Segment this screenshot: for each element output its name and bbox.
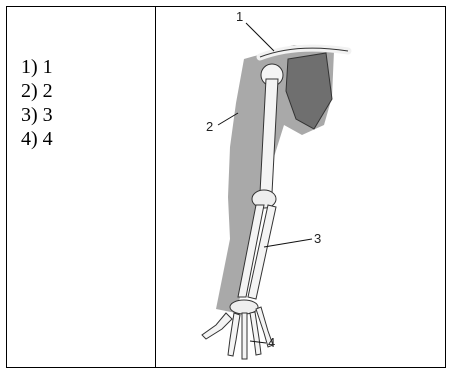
arm-skeleton-illustration: 1 2 3 4 — [156, 7, 446, 367]
option-number: 4) — [21, 128, 38, 150]
option-value: 2 — [43, 80, 53, 102]
hand-bones — [202, 307, 273, 359]
option-number: 1) — [21, 56, 38, 78]
callout-1: 1 — [236, 9, 243, 24]
option-number: 2) — [21, 80, 38, 102]
callout-3: 3 — [314, 231, 321, 246]
answer-option-2: 2) 2 — [21, 79, 53, 103]
callout-2: 2 — [206, 119, 213, 134]
option-number: 3) — [21, 104, 38, 126]
callout-4: 4 — [268, 335, 275, 350]
option-value: 4 — [43, 128, 53, 150]
answer-option-1: 1) 1 — [21, 55, 53, 79]
option-value: 3 — [43, 104, 53, 126]
answer-options: 1) 1 2) 2 3) 3 4) 4 — [21, 55, 53, 151]
question-table: 1) 1 2) 2 3) 3 4) 4 — [6, 6, 446, 368]
option-value: 1 — [43, 56, 53, 78]
answer-option-4: 4) 4 — [21, 127, 53, 151]
arm-skeleton-figure: 1 2 3 4 — [156, 7, 446, 367]
answer-option-3: 3) 3 — [21, 103, 53, 127]
